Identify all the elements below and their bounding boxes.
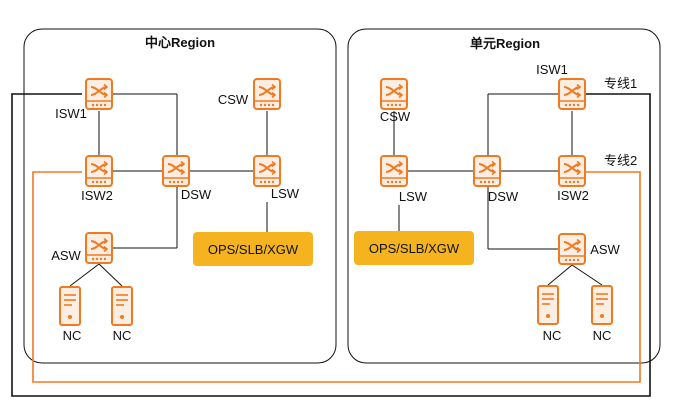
- dedicated-line-1: [11, 93, 651, 397]
- center-nc1-label: NC: [63, 328, 82, 343]
- unit-nc2-server-icon: [591, 285, 613, 325]
- unit-nc1-label: NC: [543, 328, 562, 343]
- unit-isw1-switch-icon: [558, 78, 586, 110]
- center-region-box: [23, 28, 337, 364]
- unit-nc2-label: NC: [593, 328, 612, 343]
- unit-isw1-label: ISW1: [536, 62, 568, 77]
- unit-isw2-switch-icon: [558, 155, 586, 187]
- dedicated-line-2: [32, 171, 641, 383]
- unit-service-box: [354, 231, 474, 265]
- center-region-title: 中心Region: [145, 35, 215, 50]
- unit-region-title: 单元Region: [470, 36, 540, 51]
- center-links: [69, 93, 268, 287]
- unit-links: [393, 93, 603, 286]
- unit-asw-label: ASW: [590, 242, 620, 257]
- center-service-box: [193, 232, 313, 266]
- unit-dsw-switch-icon: [473, 155, 501, 187]
- center-nc1-server-icon: [59, 286, 81, 326]
- center-service-label: OPS/SLB/XGW: [208, 242, 299, 257]
- center-csw-switch-icon: [253, 78, 281, 110]
- center-csw-label: CSW: [218, 92, 249, 107]
- center-lsw-label: LSW: [271, 186, 300, 201]
- unit-asw-switch-icon: [558, 233, 586, 265]
- unit-nc1-server-icon: [537, 285, 559, 325]
- center-isw2-switch-icon: [85, 155, 113, 187]
- center-nc2-label: NC: [113, 328, 132, 343]
- unit-region-box: [347, 28, 661, 364]
- unit-service-label: OPS/SLB/XGW: [369, 241, 460, 256]
- center-isw2-label: ISW2: [81, 188, 113, 203]
- unit-csw-label: CSW: [380, 109, 411, 124]
- unit-isw2-label: ISW2: [557, 188, 589, 203]
- unit-dsw-label: DSW: [488, 189, 519, 204]
- center-dsw-switch-icon: [162, 155, 190, 187]
- dedicated-line-2-label: 专线2: [604, 153, 637, 168]
- unit-csw-switch-icon: [380, 78, 408, 110]
- center-isw1-label: ISW1: [55, 106, 87, 121]
- dedicated-line-1-label: 专线1: [604, 76, 637, 91]
- center-asw-label: ASW: [51, 248, 81, 263]
- center-nc2-server-icon: [111, 286, 133, 326]
- center-isw1-switch-icon: [85, 78, 113, 110]
- unit-lsw-switch-icon: [380, 155, 408, 187]
- unit-lsw-label: LSW: [399, 189, 428, 204]
- center-asw-switch-icon: [85, 232, 113, 264]
- center-lsw-switch-icon: [253, 155, 281, 187]
- center-dsw-label: DSW: [181, 187, 212, 202]
